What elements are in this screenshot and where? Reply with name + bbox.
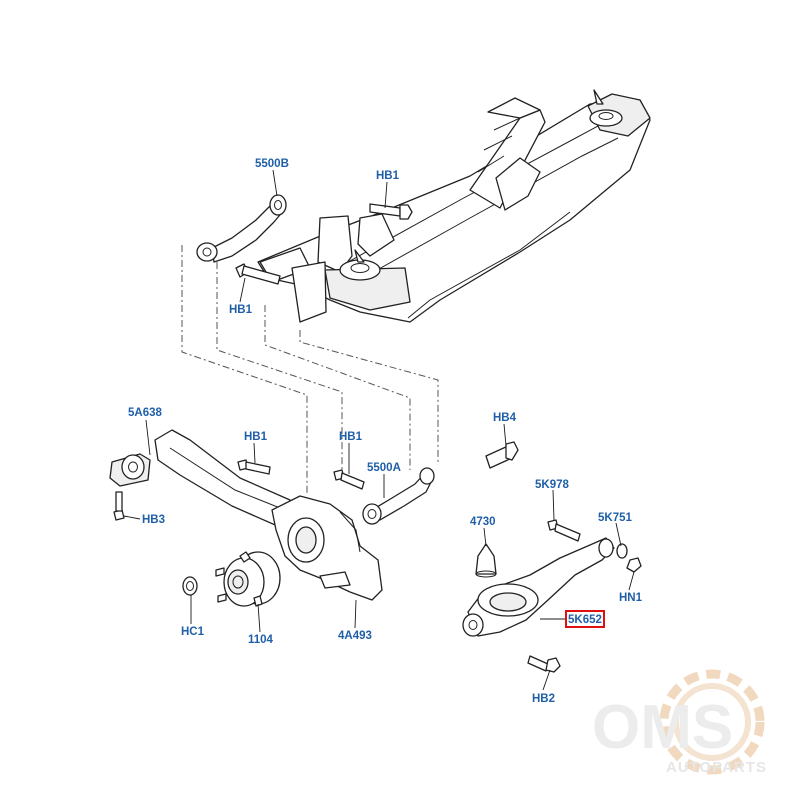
bolt-hb1-mid1 [237, 459, 271, 475]
watermark-tagline: AUTOPARTS [666, 759, 767, 776]
label-5k652: 5K652 [568, 614, 602, 626]
bolt-hb1-top [369, 203, 413, 220]
bolt-hb1-mid2 [333, 469, 365, 490]
rear-subframe [257, 89, 651, 323]
spring-bumper-4730 [475, 543, 497, 578]
label-hb4: HB4 [493, 412, 517, 424]
assembly-guide-lines [181, 245, 439, 495]
bolt-hb3 [113, 491, 125, 521]
label-hb1-mid2: HB1 [339, 431, 363, 443]
bolt-5k978 [547, 519, 581, 542]
label-5k978: 5K978 [535, 479, 569, 491]
label-4a493: 4A493 [338, 630, 372, 642]
label-hn1: HN1 [619, 592, 643, 604]
knuckle-4a493 [271, 495, 383, 601]
lateral-arm-5500a [362, 467, 435, 525]
label-5500b: 5500B [255, 158, 289, 170]
hub-cap-hc1 [182, 576, 198, 596]
label-4730: 4730 [470, 516, 496, 528]
bolt-hb4 [485, 441, 519, 469]
highlight-box-5k652 [565, 610, 605, 628]
bolt-hb2 [527, 655, 561, 673]
nut-hn1 [626, 557, 642, 573]
label-5a638: 5A638 [128, 407, 162, 419]
leader-lines [123, 169, 635, 691]
label-1104: 1104 [248, 634, 274, 646]
wheel-hub-1104 [215, 551, 281, 607]
bolt-hb1-left [235, 263, 281, 285]
label-hb1-left: HB1 [229, 304, 253, 316]
label-hb1-mid1: HB1 [244, 431, 268, 443]
gear-icon [659, 669, 765, 775]
label-5k751: 5K751 [598, 512, 632, 524]
washer-5k751 [616, 543, 628, 559]
label-hb2: HB2 [532, 693, 555, 705]
label-hb1-top: HB1 [376, 170, 400, 182]
label-hb3: HB3 [142, 514, 165, 526]
upper-arm-5500b [196, 194, 287, 263]
watermark-logo: OMS AUTOPARTS [592, 669, 767, 776]
watermark-brand: OMS [592, 693, 733, 762]
label-5500a: 5500A [367, 462, 401, 474]
lower-arm-5k652 [462, 537, 615, 637]
trailing-arm-5a638 [109, 429, 301, 529]
label-hc1: HC1 [181, 626, 205, 638]
callout-labels: 5500B HB1 HB1 5A638 HB1 HB1 5500A HB4 HB… [128, 158, 643, 705]
